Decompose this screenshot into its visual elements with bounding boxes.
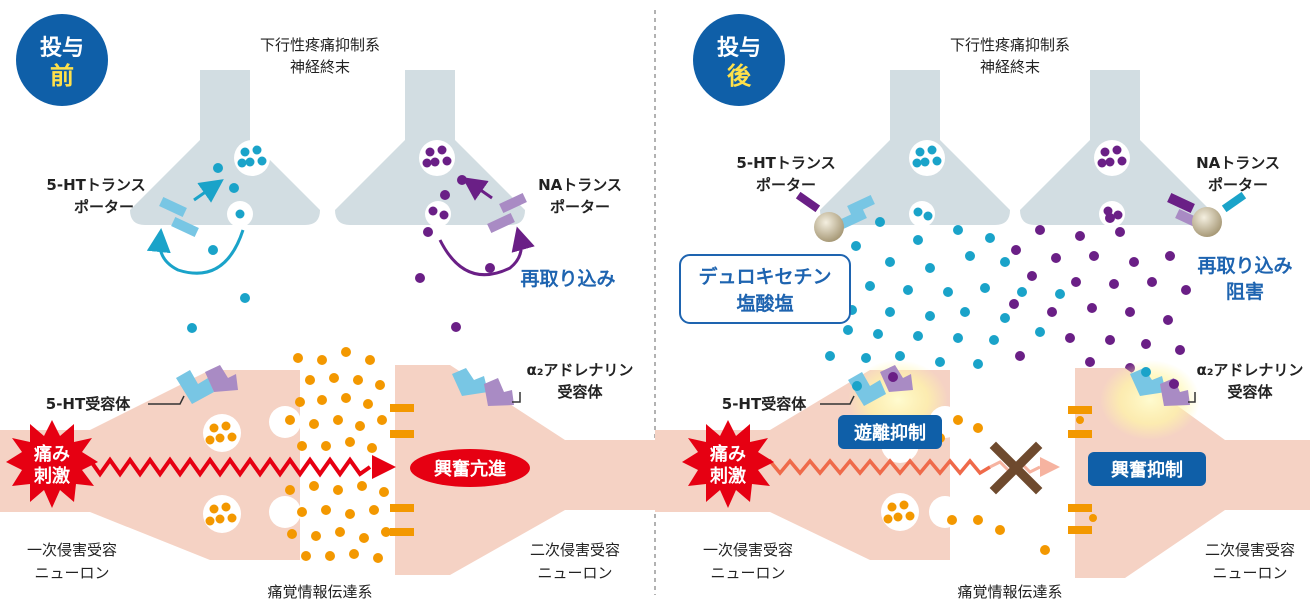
ht-reuptake-arrow <box>146 228 245 275</box>
drug-label: デュロキセチン <box>698 265 831 288</box>
excitation-label: 興奮亢進 <box>434 458 506 480</box>
reuptake-inhibition-label: 再取り込み <box>1197 255 1292 277</box>
excitation-badge <box>410 449 530 487</box>
terminal-label: 下行性疼痛抑制系 <box>950 36 1070 54</box>
pathway-label: 痛覚情報伝達系 <box>957 583 1062 601</box>
excitation-inhibition-label: 興奮抑制 <box>1111 459 1183 481</box>
ht-receptor <box>176 370 214 404</box>
terminal-label: 下行性疼痛抑制系 <box>260 36 380 54</box>
ht-transporter-label: 5-HTトランス <box>46 176 145 194</box>
serotonin-molecules <box>237 145 267 168</box>
na-molecules <box>1009 213 1191 373</box>
ht-receptor-label: 5-HT受容体 <box>46 395 131 413</box>
secondary-neuron-label: ニューロン <box>1212 564 1287 582</box>
ht-transporter-label: ポーター <box>74 198 134 216</box>
terminal-label: 神経終末 <box>980 58 1040 76</box>
alpha2-receptor-label: 受容体 <box>557 383 603 401</box>
pain-signal-line <box>759 458 991 476</box>
panel-before: 下行性疼痛抑制系 神経終末 <box>0 14 655 601</box>
drug-label: 塩酸塩 <box>736 292 793 315</box>
na-transporter-label: ポーター <box>550 198 610 216</box>
badge-after <box>693 14 785 106</box>
badge-label: 前 <box>50 62 74 90</box>
ht-receptor-label: 5-HT受容体 <box>722 395 807 413</box>
excitation-inhibition-badge <box>1088 452 1206 486</box>
primary-neuron-label: 一次侵害受容 <box>703 541 793 559</box>
reuptake-inhibition-label: 阻害 <box>1226 280 1264 303</box>
ht-transporter <box>159 196 187 218</box>
na-transporter <box>499 192 527 214</box>
na-reuptake-arrow <box>438 226 535 277</box>
pain-stimulus-burst <box>6 420 98 508</box>
pathway-label: 痛覚情報伝達系 <box>267 583 372 601</box>
alpha2-receptor-label: 受容体 <box>1227 383 1273 401</box>
ht-transporter-label: ポーター <box>756 176 816 194</box>
pain-stimulus-label: 痛み <box>710 443 746 465</box>
na-molecules <box>422 145 452 168</box>
serotonin-molecules <box>825 217 1065 369</box>
panel-after: 下行性疼痛抑制系 神経終末 <box>655 14 1310 601</box>
na-transporter-label: NAトランス <box>538 176 622 194</box>
na-transporter <box>1167 192 1195 214</box>
drug-label-box <box>679 254 851 324</box>
na-transporter-label: ポーター <box>1208 176 1268 194</box>
release-inhibition-badge <box>838 415 942 449</box>
pain-stimulus-label: 刺激 <box>34 465 70 487</box>
alpha2-receptor-label: α₂アドレナリン <box>527 361 634 379</box>
duloxetine-molecule <box>1192 207 1222 237</box>
block-cross-icon <box>989 441 1043 495</box>
serotonergic-terminal <box>130 70 320 225</box>
badge-before <box>16 14 108 106</box>
badge-label: 後 <box>727 62 752 90</box>
reuptake-label: 再取り込み <box>520 268 615 290</box>
duloxetine-molecule <box>814 212 844 242</box>
badge-label: 投与 <box>40 36 84 61</box>
primary-neuron-label: ニューロン <box>710 564 785 582</box>
primary-neuron-label: 一次侵害受容 <box>27 541 117 559</box>
secondary-neuron-label: ニューロン <box>537 564 612 582</box>
ht-transporter-label: 5-HTトランス <box>736 154 835 172</box>
substance-p-molecules <box>285 347 391 563</box>
secondary-neuron-label: 二次侵害受容 <box>530 541 620 559</box>
pain-stimulus-label: 刺激 <box>710 465 746 487</box>
substance-p-molecules <box>935 415 1050 555</box>
secondary-neuron-label: 二次侵害受容 <box>1205 541 1295 559</box>
pain-signal-line <box>78 456 372 478</box>
ht-transporter <box>847 194 875 216</box>
na-transporter-label: NAトランス <box>1196 154 1280 172</box>
alpha2-receptor <box>484 378 514 406</box>
pain-stimulus-label: 痛み <box>34 443 70 465</box>
pain-stimulus-burst <box>682 420 774 508</box>
alpha2-receptor-label: α₂アドレナリン <box>1197 361 1304 379</box>
terminal-label: 神経終末 <box>290 58 350 76</box>
badge-label: 投与 <box>717 36 761 61</box>
release-inhibition-label: 遊離抑制 <box>854 422 926 444</box>
primary-neuron-label: ニューロン <box>34 564 109 582</box>
